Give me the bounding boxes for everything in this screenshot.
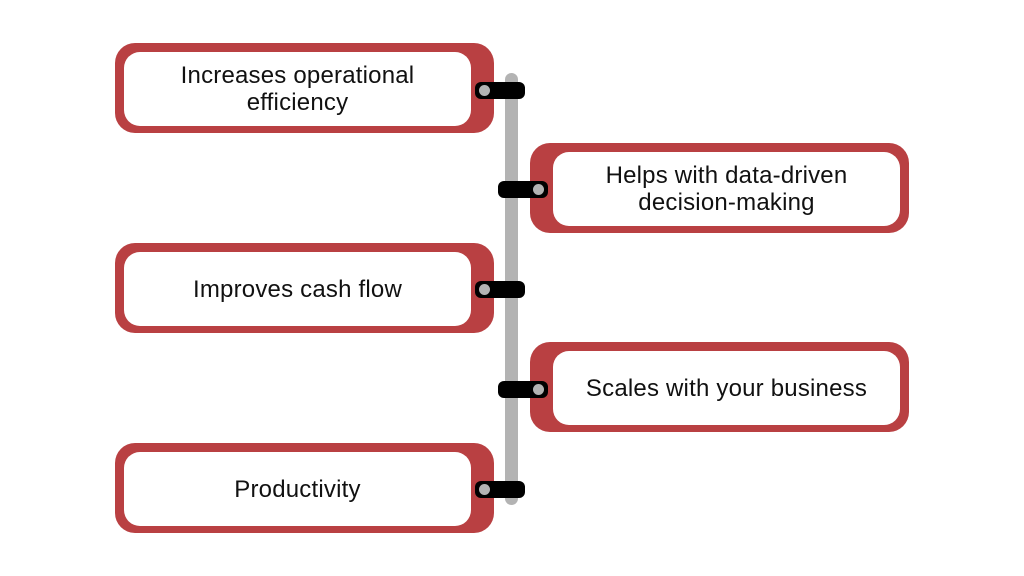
connector-2 xyxy=(498,181,548,198)
connector-dot xyxy=(533,184,544,195)
item-label: Productivity xyxy=(124,452,471,526)
connector-dot xyxy=(479,284,490,295)
item-label: Helps with data-driven decision-making xyxy=(553,152,900,226)
item-label: Improves cash flow xyxy=(124,252,471,326)
connector-dot xyxy=(479,484,490,495)
item-box-5: Productivity xyxy=(115,443,494,533)
item-box-2: Helps with data-driven decision-making xyxy=(530,143,909,233)
item-box-3: Improves cash flow xyxy=(115,243,494,333)
connector-3 xyxy=(475,281,525,298)
connector-dot xyxy=(533,384,544,395)
item-box-4: Scales with your business xyxy=(530,342,909,432)
connector-dot xyxy=(479,85,490,96)
item-label: Scales with your business xyxy=(553,351,900,425)
connector-4 xyxy=(498,381,548,398)
connector-5 xyxy=(475,481,525,498)
item-box-1: Increases operational efficiency xyxy=(115,43,494,133)
connector-1 xyxy=(475,82,525,99)
item-label: Increases operational efficiency xyxy=(124,52,471,126)
